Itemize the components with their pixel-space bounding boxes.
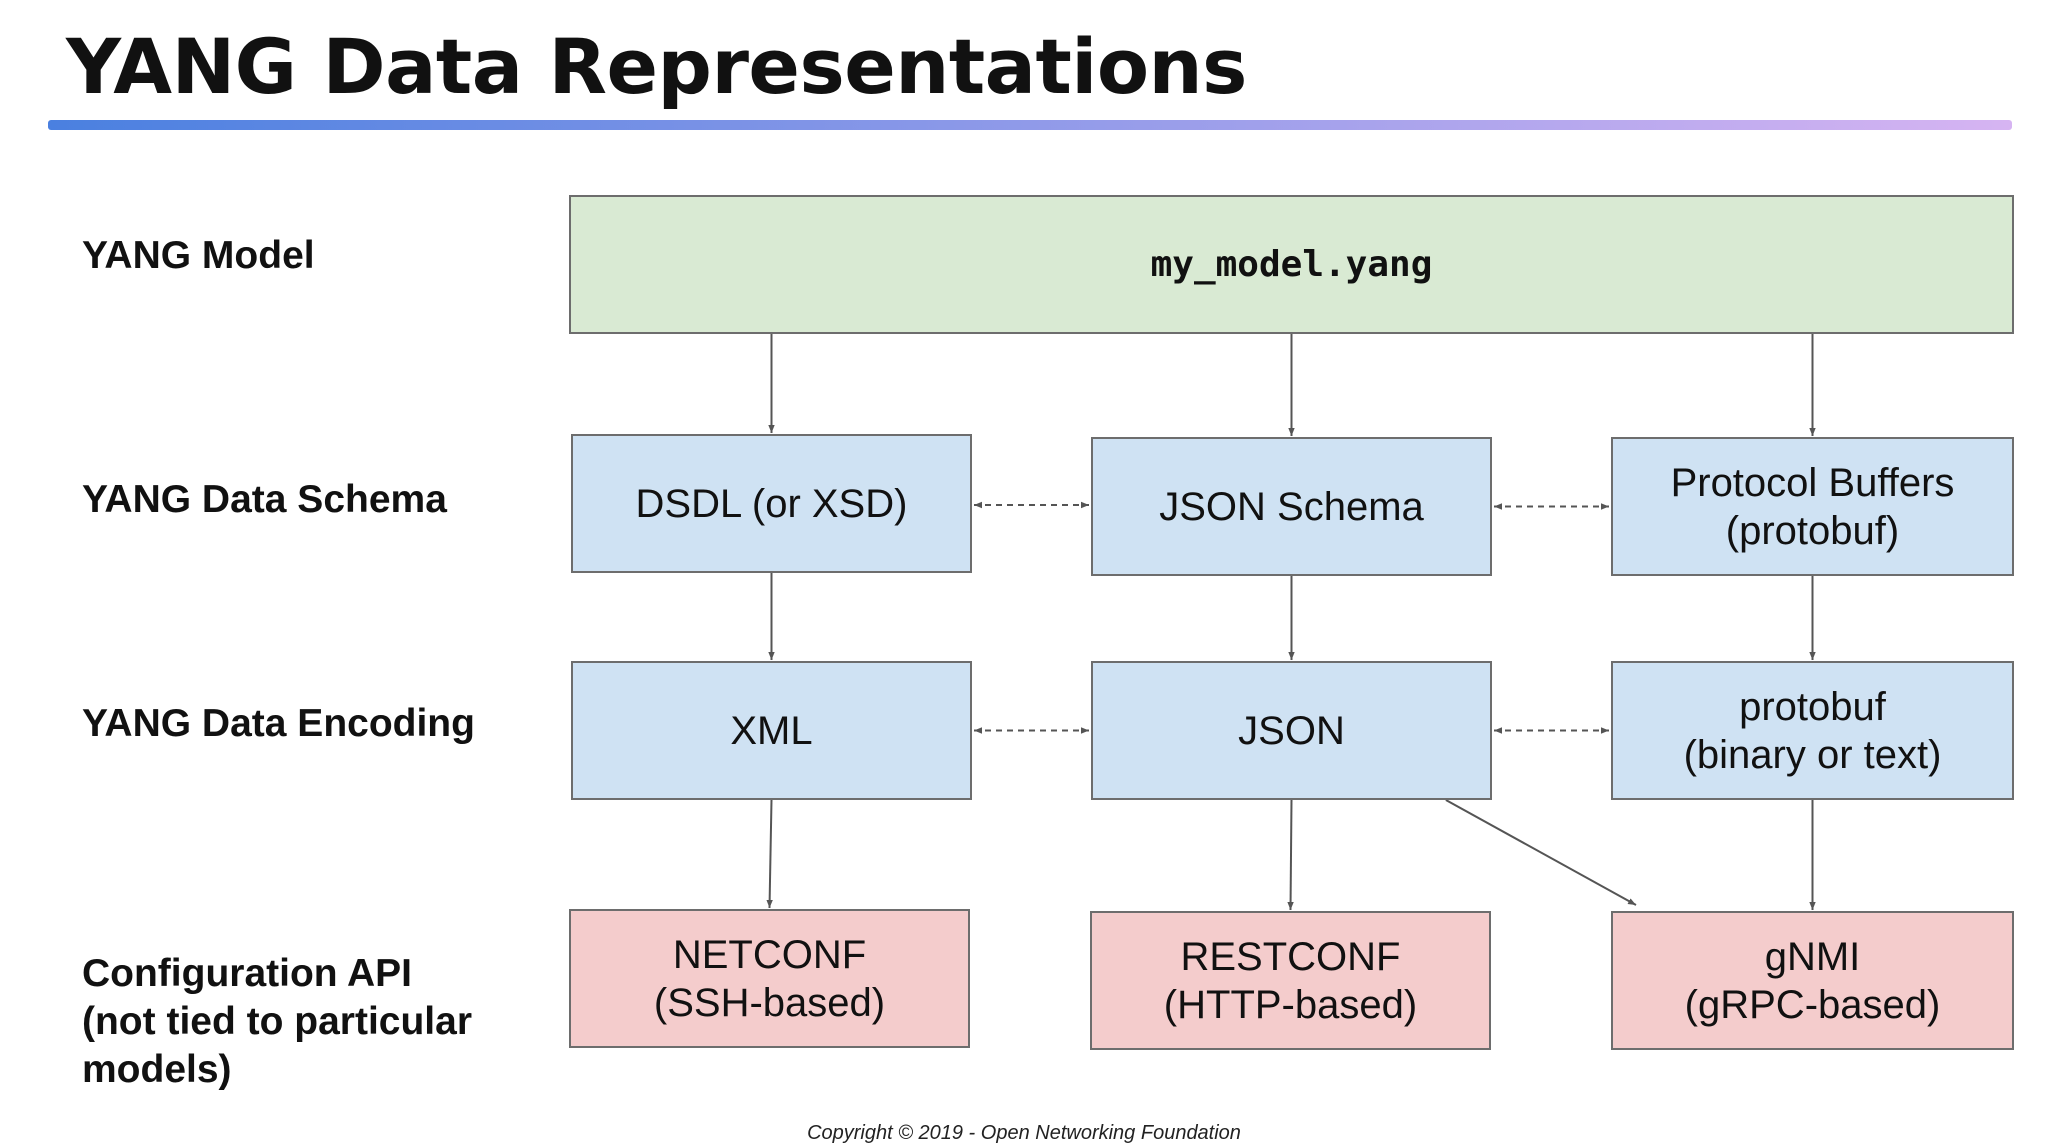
node-netconf-line-2: (SSH-based): [653, 980, 886, 1025]
node-protocol-buffers-line-2: (protobuf): [1725, 508, 1900, 553]
row-label-yang-model: YANG Model: [82, 234, 315, 277]
node-xml-line-1: XML: [730, 708, 813, 753]
node-netconf-line-1: NETCONF: [672, 932, 867, 977]
node-restconf: RESTCONF(HTTP-based): [1090, 911, 1491, 1050]
node-protocol-buffers-line-1: Protocol Buffers: [1670, 460, 1955, 505]
node-xml: XML: [571, 661, 972, 800]
node-gnmi-line-2: (gRPC-based): [1684, 982, 1941, 1027]
row-label-configuration-api-line-3: models): [82, 1048, 232, 1091]
arrow-json-to-restconf: [1287, 799, 1294, 911]
node-protobuf-encoding-line-1: protobuf: [1739, 684, 1886, 729]
node-json-schema: JSON Schema: [1091, 437, 1492, 576]
slide-title: YANG Data Representations: [66, 22, 1247, 111]
title-divider: [48, 120, 2012, 130]
row-label-configuration-api-line-1: Configuration API: [82, 952, 413, 995]
node-my-model-yang: my_model.yang: [569, 195, 2014, 334]
copyright-footer: Copyright © 2019 - Open Networking Found…: [807, 1122, 1241, 1144]
arrow-json-to-gnmi: [1445, 799, 1637, 906]
node-gnmi-line-1: gNMI: [1764, 934, 1861, 979]
node-netconf: NETCONF(SSH-based): [569, 909, 970, 1048]
node-my-model-yang-line-1: my_model.yang: [1150, 243, 1433, 285]
node-dsdl-or-xsd: DSDL (or XSD): [571, 434, 972, 573]
node-json: JSON: [1091, 661, 1492, 800]
node-protobuf-encoding: protobuf(binary or text): [1611, 661, 2014, 800]
row-label-configuration-api: Configuration API (not tied to particula…: [82, 950, 472, 1094]
node-protobuf-encoding-line-2: (binary or text): [1683, 732, 1942, 777]
node-json-line-1: JSON: [1238, 708, 1345, 753]
node-restconf-line-1: RESTCONF: [1180, 934, 1401, 979]
node-protocol-buffers: Protocol Buffers(protobuf): [1611, 437, 2014, 576]
row-label-yang-data-schema: YANG Data Schema: [82, 478, 447, 521]
node-dsdl-or-xsd-line-1: DSDL (or XSD): [635, 481, 908, 526]
row-label-yang-data-encoding: YANG Data Encoding: [82, 702, 475, 745]
arrow-xml-to-netconf: [766, 799, 773, 909]
node-gnmi: gNMI(gRPC-based): [1611, 911, 2014, 1050]
node-json-schema-line-1: JSON Schema: [1159, 484, 1424, 529]
row-label-configuration-api-line-2: (not tied to particular: [82, 1000, 472, 1043]
node-restconf-line-2: (HTTP-based): [1163, 982, 1418, 1027]
